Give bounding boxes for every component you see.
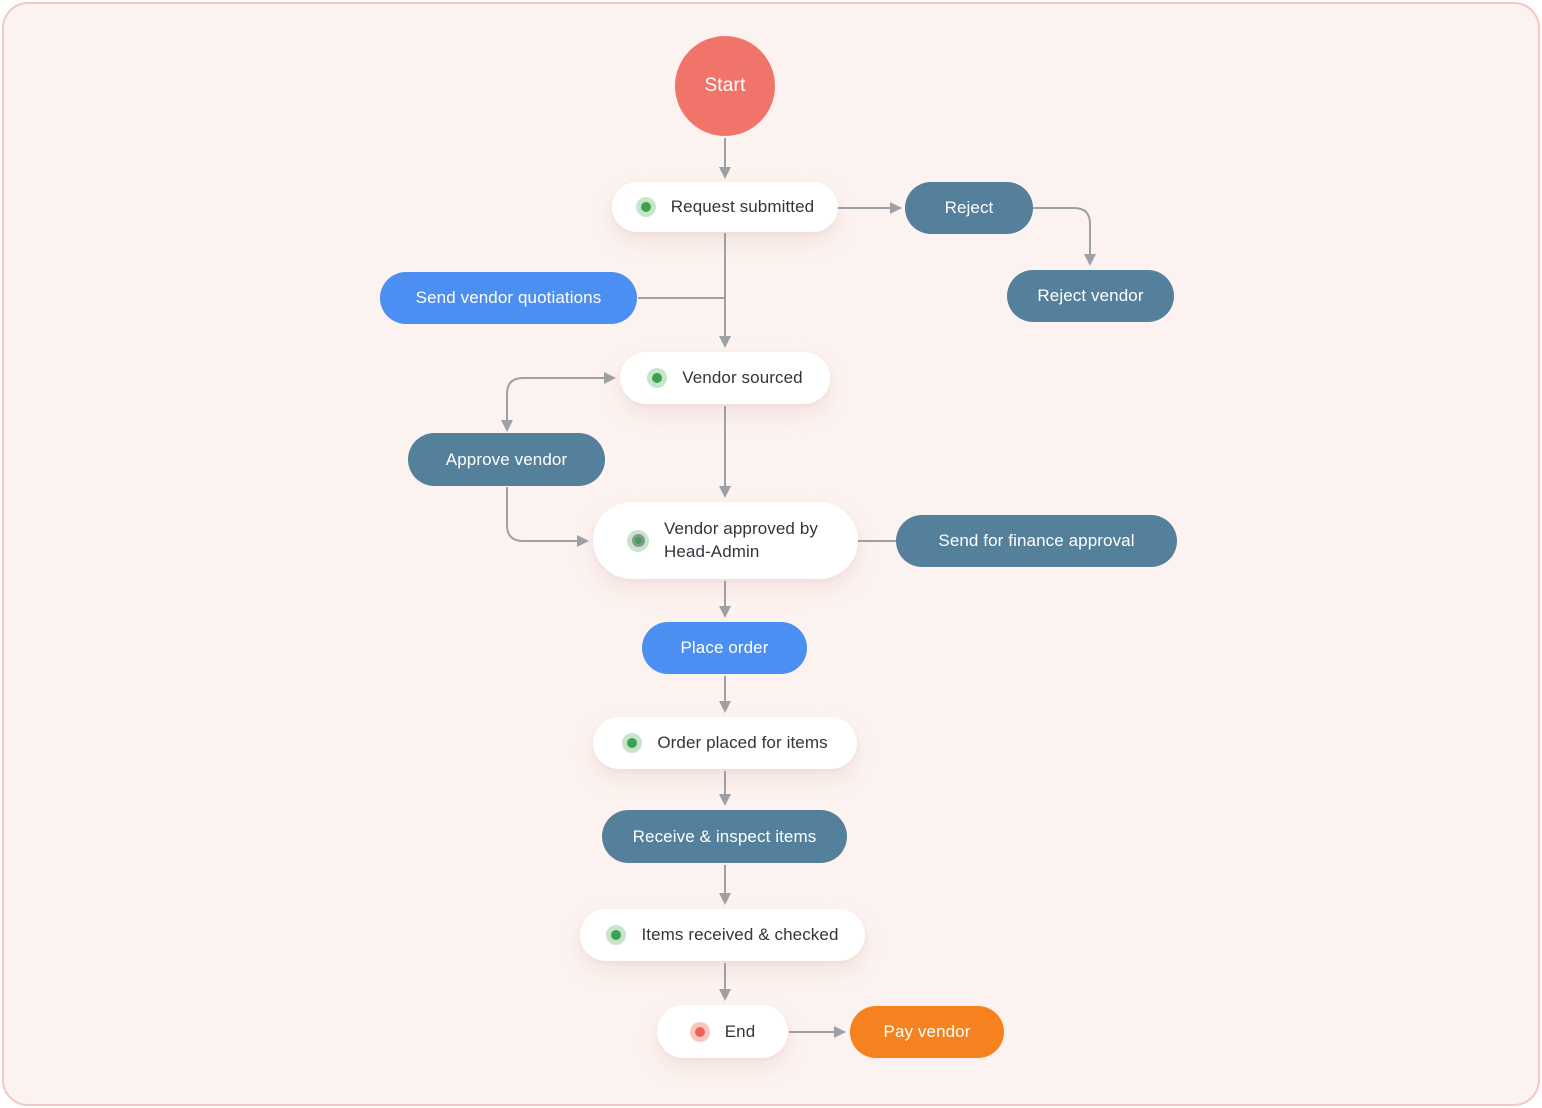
node-approve-vendor[interactable]: Approve vendor [408, 433, 605, 486]
node-label: Request submitted [670, 197, 815, 216]
status-dot-icon [647, 368, 668, 388]
node-label: Approve vendor [445, 449, 568, 469]
node-items-received[interactable]: Items received & checked [580, 909, 865, 961]
node-send-vendor-quotations[interactable]: Send vendor quotiations [380, 272, 637, 324]
node-start[interactable]: Start [675, 36, 775, 136]
status-dot-icon [606, 925, 627, 945]
node-label: Receive & inspect items [632, 826, 817, 846]
node-label: Send for finance approval [938, 531, 1135, 550]
node-label: Vendor sourced [682, 368, 803, 387]
status-dot-icon [622, 733, 643, 753]
node-label: Start [704, 75, 746, 96]
node-label: Vendor approved by Head-Admin [664, 519, 818, 561]
node-label: Place order [680, 638, 769, 657]
node-place-order[interactable]: Place order [642, 622, 807, 674]
node-order-placed[interactable]: Order placed for items [593, 717, 857, 769]
node-label: Reject vendor [1037, 286, 1144, 305]
node-reject-vendor[interactable]: Reject vendor [1007, 270, 1174, 322]
node-vendor-approved[interactable]: Vendor approved by Head-Admin [593, 502, 858, 579]
node-request-submitted[interactable]: Request submitted [612, 182, 838, 232]
node-reject[interactable]: Reject [905, 182, 1033, 234]
node-label: Order placed for items [657, 733, 828, 752]
node-label: Pay vendor [883, 1022, 971, 1041]
node-end[interactable]: End [657, 1005, 788, 1058]
node-vendor-sourced[interactable]: Vendor sourced [620, 352, 830, 404]
status-dot-icon [689, 1021, 710, 1042]
node-label: Reject [944, 198, 994, 217]
status-dot-icon [635, 197, 656, 217]
node-label: Items received & checked [641, 925, 839, 944]
node-receive-inspect[interactable]: Receive & inspect items [602, 810, 847, 863]
node-pay-vendor[interactable]: Pay vendor [850, 1006, 1004, 1058]
node-label: End [724, 1021, 756, 1041]
node-send-finance-approval[interactable]: Send for finance approval [896, 515, 1177, 567]
status-dot-icon [627, 529, 649, 552]
node-label: Send vendor quotiations [415, 288, 602, 307]
